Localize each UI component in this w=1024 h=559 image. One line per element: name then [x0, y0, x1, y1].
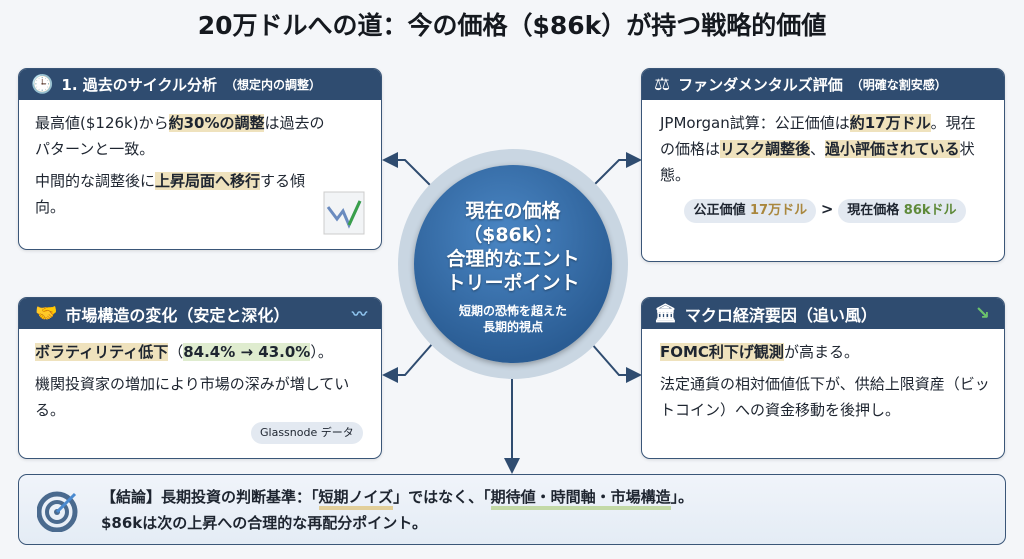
- handshake-icon: 🤝: [35, 303, 58, 324]
- arrow-to-cycle: [382, 152, 441, 196]
- text: 、: [810, 140, 826, 158]
- highlight: 上昇局面へ移行: [155, 172, 261, 190]
- center-sub: 短期の恐怖を超えた: [458, 304, 567, 318]
- card-title: 1. 過去のサイクル分析: [61, 76, 218, 94]
- text: （: [168, 343, 184, 361]
- text: 【結論】長期投資の判断基準：「: [101, 487, 319, 506]
- conclusion-box: 【結論】長期投資の判断基準：「短期ノイズ」ではなく、「期待値・時間軸・市場構造」…: [18, 474, 1006, 545]
- highlight: 過小評価されている: [825, 140, 960, 158]
- compare-sign: >: [820, 200, 834, 218]
- center-circle: 現在の価格（$86k）：合理的なエントトリーポイント 短期の恐怖を超えた長期的視…: [414, 165, 612, 363]
- current-price-pill: 現在価格 86kドル: [838, 199, 966, 223]
- text: JPMorgan試算：公正価値は: [660, 114, 850, 132]
- arrow-to-macro: [583, 334, 642, 383]
- text: 最高値($126k)から: [35, 114, 169, 132]
- fair-value-pill: 公正価値 17万ドル: [684, 199, 817, 223]
- highlight: ボラティリティ低下: [35, 343, 169, 361]
- center-line: （$86k）：: [463, 224, 563, 246]
- arrow-to-market: [382, 334, 441, 383]
- center-line: トリーポイント: [446, 272, 580, 294]
- clock-chart-icon: 🕒: [31, 74, 54, 95]
- text: 」。: [670, 487, 694, 506]
- card-title: マクロ経済要因（追い風）: [684, 305, 877, 325]
- card-title: 市場構造の変化（安定と深化）: [65, 305, 290, 325]
- card-macro: 🏛 マクロ経済要因（追い風） ↘ FOMC利下げ観測が高まる。 法定通貨の相対価値低…: [641, 297, 1005, 459]
- highlight: 約17万ドル: [849, 114, 931, 132]
- text: 法定通貨の相対価値低下が、供給上限資産（ビットコイン）への資金移動を後押し。: [660, 375, 990, 419]
- card-cycle-analysis: 🕒 1. 過去のサイクル分析 （想定内の調整） 最高値($126k)から約30%の調…: [18, 68, 382, 250]
- center-sub: 長期的視点: [482, 320, 543, 334]
- center-line: 現在の価格: [465, 200, 561, 222]
- text: ）。: [310, 343, 333, 361]
- card-subtitle: （明確な割安感）: [850, 78, 947, 92]
- target-icon: [37, 491, 78, 532]
- highlight: FOMC利下げ観測: [660, 343, 784, 361]
- text: $86kは次の上昇への合理的な再配分ポイント。: [101, 513, 427, 532]
- green-highlight: 期待値・時間軸・市場構造: [490, 487, 671, 510]
- bank-icon: 🏛: [654, 303, 677, 324]
- trend-down-icon: ↘: [974, 303, 990, 324]
- page-title: 20万ドルへの道：今の価格（$86k）が持つ戦略的価値: [197, 11, 827, 40]
- center-line: 合理的なエント: [446, 248, 580, 270]
- wave-icon: 〰: [351, 305, 367, 323]
- scale-calculator-icon: ⚖: [654, 74, 671, 95]
- card-market-structure: 🤝 市場構造の変化（安定と深化） 〰 ボラティリティ低下（84.4% → 43.0%…: [18, 297, 382, 459]
- text: 」ではなく、「: [393, 487, 491, 506]
- text: 状態。: [660, 140, 975, 184]
- text: 。現在の価格は: [660, 114, 976, 158]
- card-subtitle: （想定内の調整）: [225, 78, 322, 92]
- card-fundamentals: ⚖ ファンダメンタルズ評価 （明確な割安感） JPMorgan試算：公正価値は約17…: [641, 68, 1005, 262]
- rising-chart-icon: [323, 191, 365, 235]
- source-badge: Glassnode データ: [251, 422, 363, 444]
- highlight: リスク調整後: [720, 140, 811, 158]
- highlight: 短期ノイズ: [318, 487, 394, 510]
- text: 機関投資家の増加により市場の深みが増している。: [35, 375, 350, 419]
- highlight: 約30%の調整: [168, 114, 265, 132]
- text: する傾向。: [35, 172, 306, 216]
- text: は過去のパターンと一致。: [35, 114, 325, 158]
- text: が高まる。: [783, 343, 859, 361]
- card-title: ファンダメンタルズ評価: [678, 76, 843, 94]
- green-highlight: 84.4% → 43.0%: [183, 343, 311, 361]
- text: 中間的な調整後に: [35, 172, 156, 190]
